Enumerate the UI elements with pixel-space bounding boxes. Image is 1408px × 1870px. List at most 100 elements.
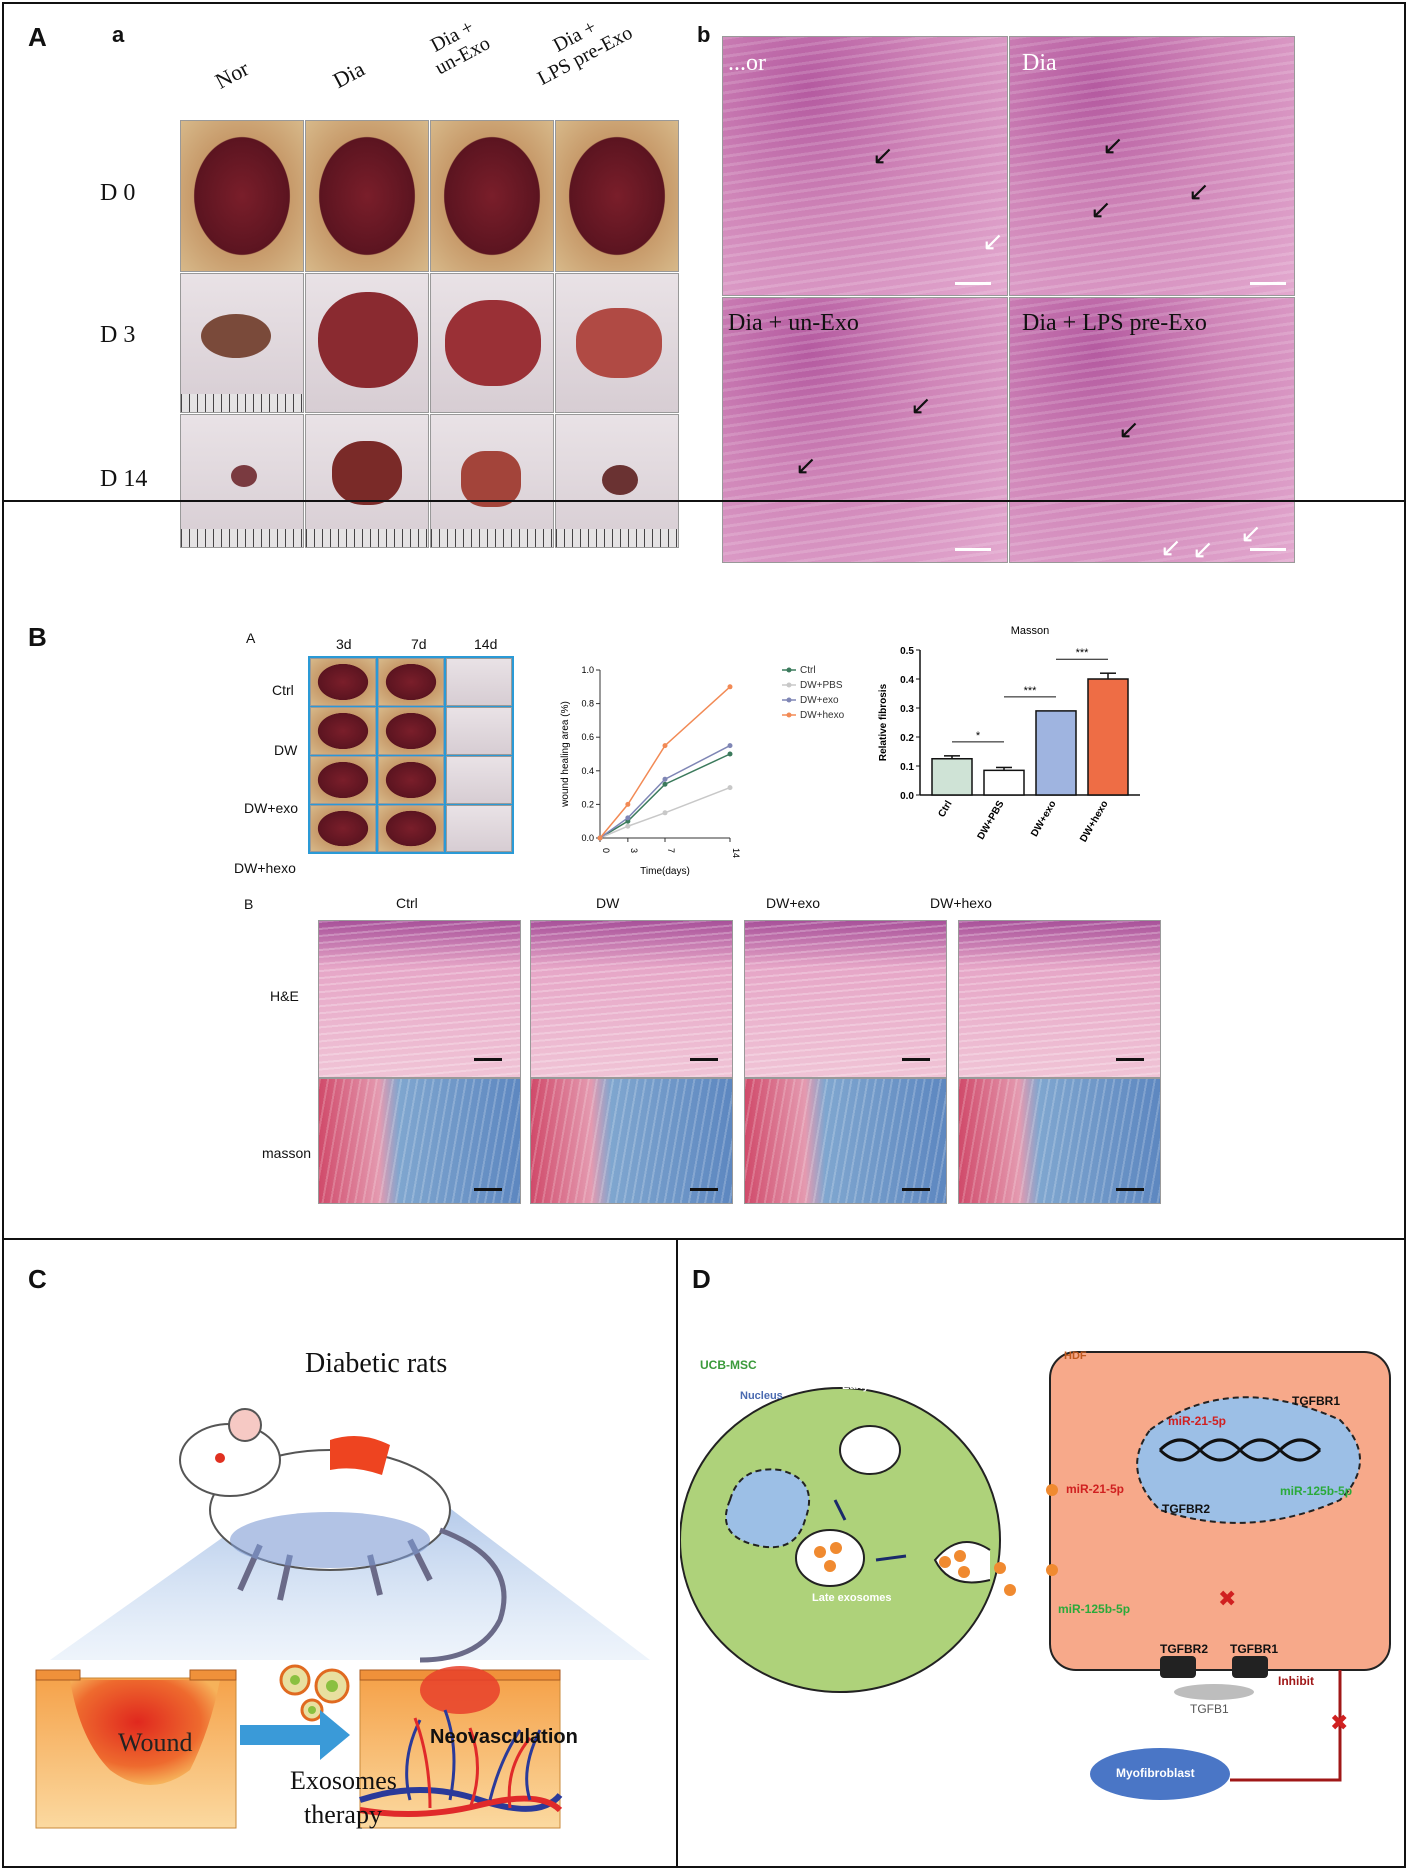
wound-photo: [555, 120, 679, 272]
masson-histology-image: [958, 1078, 1161, 1204]
x-tick-label: Ctrl: [936, 799, 954, 820]
late-exosome: [795, 1529, 865, 1587]
significance-label: ***: [1076, 647, 1090, 659]
mechanism-diagram: ✖ ✖: [680, 1351, 1391, 1800]
y-tick-label: 0.2: [581, 799, 594, 809]
x-tick-label: 14: [731, 848, 741, 858]
wound-photo: [446, 658, 512, 706]
legend-marker: [786, 697, 792, 703]
y-tick-label: 0.5: [900, 646, 914, 657]
wound-photo: [305, 120, 429, 272]
y-tick-label: 0.1: [900, 762, 914, 773]
late-exosomes-label: Late exosomes: [812, 1592, 892, 1604]
panel-b-label: B: [28, 622, 47, 652]
photo-row-dwhexo: DW+hexo: [234, 860, 296, 876]
wound-photo: [446, 707, 512, 755]
arrow-icon: ↙: [982, 226, 1004, 256]
data-point: [662, 776, 668, 782]
scale-bar: [690, 1058, 718, 1061]
y-tick-label: 0.8: [581, 699, 594, 709]
y-tick-label: 0.4: [900, 675, 914, 686]
data-point: [727, 751, 733, 757]
he-histology-image: [1009, 36, 1295, 296]
wound-photo: [555, 414, 679, 548]
mir125-cyto-label: miR-125b-5p: [1058, 1602, 1131, 1616]
wound-photo: [310, 707, 376, 755]
arrow-icon: ↙: [1118, 414, 1140, 444]
legend-label: DW+PBS: [800, 680, 843, 691]
scale-bar: [1116, 1188, 1144, 1191]
data-point: [727, 743, 733, 749]
histo-col-dwexo: DW+exo: [766, 895, 821, 911]
legend-marker: [786, 712, 792, 718]
exosome-therapy-illustration: [35, 1408, 650, 1829]
scale-bar: [955, 548, 991, 551]
histo-row-he: H&E: [270, 988, 299, 1004]
tgfb1-label: TGFB1: [1190, 1702, 1229, 1716]
legend-label: DW+hexo: [800, 710, 845, 721]
he-histology-image: [958, 920, 1161, 1078]
series-line: [599, 686, 731, 839]
early-exosome: [839, 1425, 901, 1475]
exosome-therapy-label-1: Exosomes: [290, 1766, 397, 1795]
data-point: [727, 785, 733, 791]
arrow-icon: ↙: [872, 140, 894, 170]
blood-vessel: [359, 1787, 563, 1812]
inhibit-label: Inhibit: [1278, 1674, 1314, 1688]
photo-col-7d: 7d: [411, 636, 427, 652]
arrow-icon: ↙: [1160, 532, 1182, 562]
arrow-icon: ↙: [1192, 534, 1214, 564]
blood-vessel: [413, 1717, 532, 1809]
mir21-nucleus-label: miR-21-5p: [1168, 1414, 1227, 1428]
x-tick-label: 3: [629, 848, 639, 853]
data-point: [727, 684, 733, 690]
y-axis-label: wound healing area (%): [560, 701, 571, 808]
data-point: [625, 823, 631, 829]
legend-marker: [786, 667, 792, 673]
tgfbr1-nucleus-label: TGFBR1: [1292, 1394, 1340, 1408]
wound-photo: [430, 273, 554, 413]
tgfbr2-membrane-label: TGFBR2: [1160, 1642, 1208, 1656]
y-tick-label: 0.2: [900, 733, 914, 744]
he-histology-image: [722, 297, 1008, 563]
x-tick-label: DW+PBS: [976, 799, 1007, 842]
blood-vessel: [405, 1709, 542, 1801]
histo-col-dw: DW: [596, 895, 620, 911]
panel-a-label: A: [28, 22, 47, 52]
bar: [1035, 710, 1077, 796]
he-histology-image: [318, 920, 521, 1078]
wound-photo: [430, 120, 554, 272]
histo-col-ctrl: Ctrl: [396, 895, 418, 911]
x-tick-label: DW+hexo: [1078, 799, 1110, 844]
panel-a-sub-b: b: [697, 22, 711, 47]
scale-bar: [474, 1188, 502, 1191]
epidermis-row: [35, 1669, 81, 1681]
row-header-d0: D 0: [100, 180, 136, 206]
wound-photo: [378, 805, 444, 852]
wound-label: Wound: [118, 1728, 193, 1757]
x-axis-label: Time(days): [640, 866, 690, 877]
scale-bar: [1250, 282, 1286, 285]
panel-d-label: D: [692, 1264, 711, 1294]
wound-photo: [446, 805, 512, 852]
histo-label-nor: ...or: [728, 50, 766, 76]
data-point: [662, 781, 668, 787]
histo-label-dia: Dia: [1022, 50, 1057, 76]
wound-photo: [305, 414, 429, 548]
scale-bar: [955, 282, 991, 285]
row-header-d14: D 14: [100, 466, 148, 492]
wound-photo: [555, 273, 679, 413]
nucleus-label: Nucleus: [740, 1390, 783, 1402]
scale-bar: [902, 1058, 930, 1061]
epidermis-row: [189, 1669, 237, 1681]
photo-col-3d: 3d: [336, 636, 352, 652]
tgfbr1-membrane-label: TGFBR1: [1230, 1642, 1278, 1656]
wound-photo: [378, 707, 444, 755]
masson-histology-image: [318, 1078, 521, 1204]
scale-bar: [474, 1058, 502, 1061]
data-point: [625, 801, 631, 807]
bar: [931, 758, 973, 796]
x-tick-label: DW+exo: [1029, 799, 1058, 839]
